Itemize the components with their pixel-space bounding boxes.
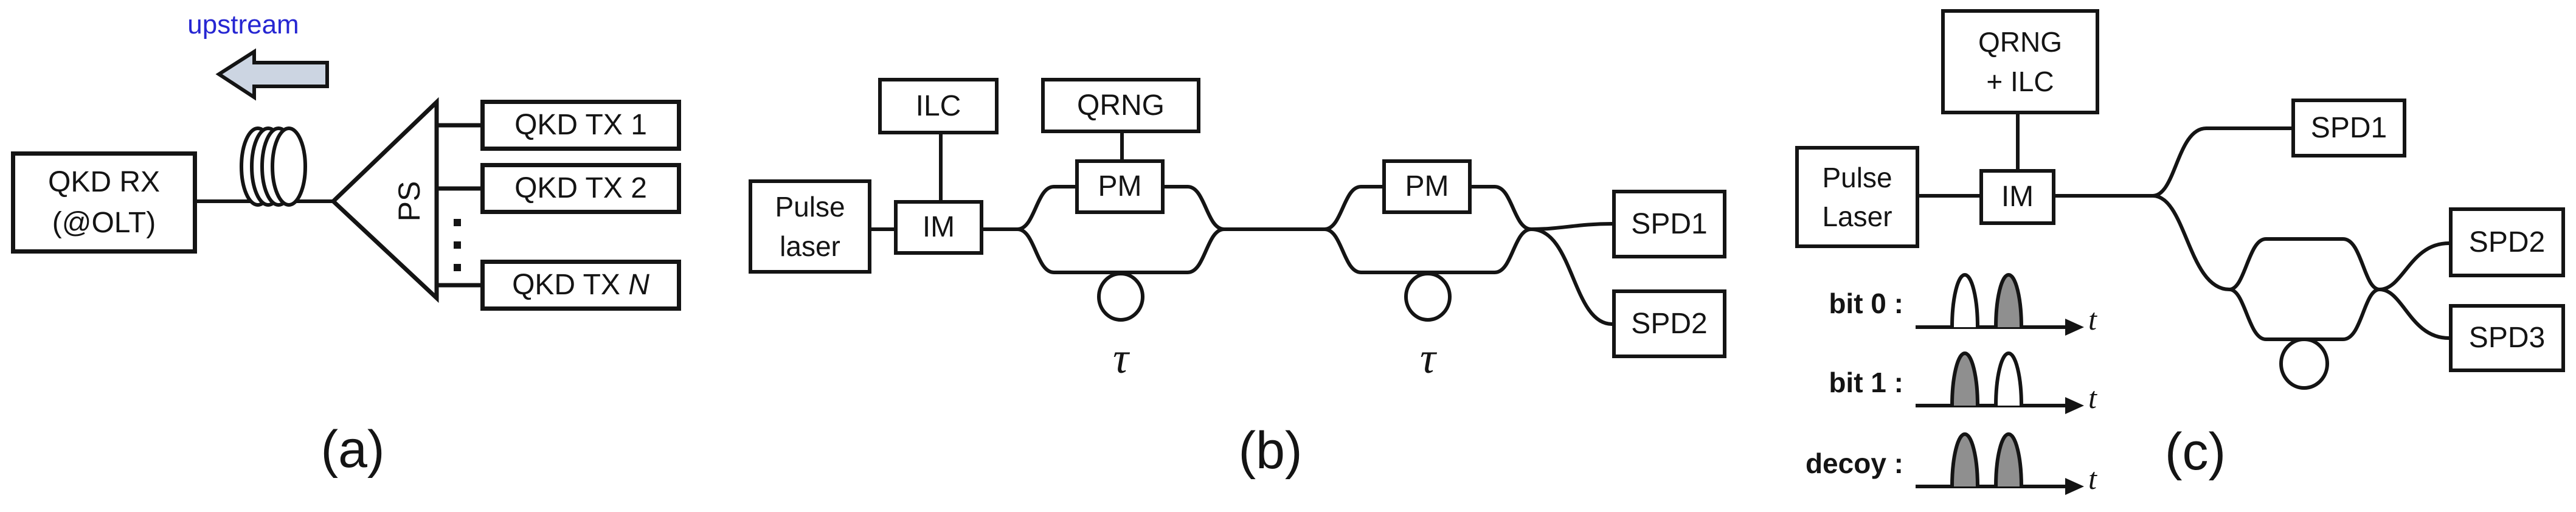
caption-c: (c) <box>2164 423 2226 481</box>
qrng-box-b: QRNG <box>1041 78 1200 133</box>
qrng-ilc-box: QRNG + ILC <box>1941 9 2099 114</box>
pulse-late-open <box>1994 351 2023 406</box>
upstream-arrow-icon <box>215 48 329 101</box>
spd1-label: SPD1 <box>2310 111 2387 144</box>
qkd-txn-num: N <box>628 269 649 302</box>
spd2-box-c: SPD2 <box>2449 207 2565 277</box>
time-axis-arrowhead <box>2065 397 2084 414</box>
time-axis-label-decoy: t <box>2088 462 2097 496</box>
to-spd2-line <box>1531 227 1613 326</box>
bit0-label: bit 0 : <box>1829 288 1903 319</box>
delay-loop-icon <box>1097 272 1144 322</box>
splitter-to-spd1-line <box>2152 126 2291 198</box>
spd3-box-c: SPD3 <box>2449 304 2565 372</box>
qkd-rx-line1: QKD RX <box>47 165 161 198</box>
spd1-box-b: SPD1 <box>1612 190 1726 258</box>
pulse-early-filled <box>1950 432 1979 487</box>
pulse-laser-box-c: Pulse Laser <box>1795 146 1919 248</box>
timing-row-bit0 <box>1916 273 2084 336</box>
im-label: IM <box>922 211 955 244</box>
pulse-laser-line2: Laser <box>1822 201 1892 232</box>
spd2-label: SPD2 <box>2468 226 2546 258</box>
tau1-label: τ <box>1113 334 1129 382</box>
im-box-b: IM <box>894 200 983 255</box>
decoy-label: decoy : <box>1805 448 1903 479</box>
im-label: IM <box>2001 181 2034 213</box>
timing-row-decoy <box>1916 432 2084 495</box>
pm1-box: PM <box>1075 159 1165 214</box>
spd3-label: SPD3 <box>2468 322 2546 355</box>
spd1-box-c: SPD1 <box>2291 99 2406 157</box>
splitter-to-mzi-line <box>2152 194 2230 291</box>
mzi-3 <box>2229 237 2380 390</box>
qrng-label: QRNG <box>1077 89 1165 122</box>
delay-loop-icon <box>1404 272 1452 322</box>
tau2-label: τ <box>1420 334 1436 382</box>
ilc-box: ILC <box>878 78 999 134</box>
time-axis-arrowhead <box>2065 319 2084 336</box>
spd1-label: SPD1 <box>1631 207 1708 240</box>
qkd-txn-box: QKD TX N <box>480 260 681 311</box>
panel-a-linework <box>197 48 480 303</box>
pm1-label: PM <box>1098 170 1142 203</box>
timing-row-bit1 <box>1916 351 2084 414</box>
pulse-late-filled <box>1994 273 2023 328</box>
power-splitter-triangle <box>330 97 439 303</box>
qrng-ilc-line1: QRNG <box>1978 26 2062 58</box>
to-spd1-line <box>1531 222 1613 231</box>
pulse-laser-box-b: Pulse laser <box>749 179 871 274</box>
ilc-label: ILC <box>915 89 961 122</box>
caption-b: (b) <box>1238 421 1303 480</box>
pulse-laser-line1: Pulse <box>775 191 845 223</box>
to-spd2-line <box>2379 241 2450 291</box>
qkd-tx1-box: QKD TX 1 <box>480 100 681 151</box>
pm2-box: PM <box>1382 159 1472 214</box>
qkd-tx2-box: QKD TX 2 <box>480 163 681 214</box>
pulse-early-open <box>1950 273 1979 328</box>
fiber-coil-icon <box>240 126 307 207</box>
bit1-label: bit 1 : <box>1829 367 1903 398</box>
pulse-laser-line1: Pulse <box>1822 161 1892 193</box>
qkd-rx-line2: (@OLT) <box>52 207 156 239</box>
qkd-tx1-num: 1 <box>631 109 647 142</box>
pulse-laser-line2: laser <box>780 230 840 262</box>
vertical-ellipsis-dots <box>454 219 461 271</box>
caption-a: (a) <box>320 420 385 479</box>
qrng-ilc-line2: + ILC <box>1986 65 2054 97</box>
time-axis-label-bit1: t <box>2088 381 2097 415</box>
spd2-label: SPD2 <box>1631 307 1708 340</box>
qkd-tx2-label: QKD TX <box>514 172 631 205</box>
time-axis-arrowhead <box>2065 478 2084 495</box>
qkd-rx-box: QKD RX (@OLT) <box>11 151 197 254</box>
qkd-tx1-label: QKD TX <box>514 109 631 142</box>
spd2-box-b: SPD2 <box>1612 289 1726 358</box>
to-spd3-line <box>2379 288 2450 340</box>
delay-loop-icon <box>2279 337 2329 390</box>
mzi-2 <box>1324 185 1532 322</box>
time-axis-label-bit0: t <box>2088 302 2097 336</box>
pulse-late-filled <box>1994 432 2023 487</box>
qkd-txn-label: QKD TX <box>512 269 629 302</box>
panel-c-linework <box>1916 114 2450 495</box>
pm2-label: PM <box>1405 170 1449 203</box>
power-splitter-label: PS <box>392 181 426 222</box>
upstream-label: upstream <box>187 10 299 40</box>
qkd-tx2-num: 2 <box>631 172 647 205</box>
pulse-early-filled <box>1950 351 1979 406</box>
im-box-c: IM <box>1979 169 2055 225</box>
